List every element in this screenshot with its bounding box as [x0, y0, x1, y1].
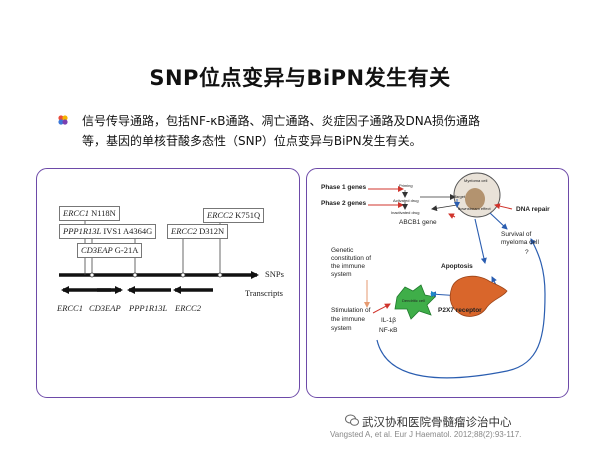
slide-title: SNP位点变异与BiPN发生有关: [149, 66, 451, 90]
multicolor-bullet-icon: [58, 115, 68, 125]
genetic-label-4: system: [331, 271, 352, 278]
il1b-label: IL-1β: [381, 317, 396, 324]
gene-label-cd3eap: CD3EAP: [89, 303, 121, 313]
apoptosis-label: Apoptosis: [441, 263, 473, 270]
nfkb-label: NF-κB: [379, 327, 398, 334]
abcb1-gene-label: ABCB1 gene: [399, 219, 437, 226]
priming-label: Priming: [399, 183, 413, 188]
stimulation-label-2: the immune: [331, 316, 365, 323]
phase2-genes-label: Phase 2 genes: [321, 200, 367, 207]
citation: Vangsted A, et al. Eur J Haematol. 2012;…: [330, 430, 522, 439]
bullet-text-line1: 信号传导通路，包括NF-κB通路、凋亡通路、炎症因子通路及DNA损伤通路: [82, 114, 480, 128]
stimulation-label-3: system: [331, 325, 352, 332]
p2x7-receptor-icon: [431, 291, 437, 297]
transcripts-label: Transcripts: [245, 288, 283, 298]
snp-gene-map-panel: ERCC1 N118N PPP1R13L IVS1 A4364G CD3EAP …: [36, 168, 300, 398]
snp-marker: [217, 272, 223, 278]
wechat-icon: [345, 414, 359, 426]
snp-marker: [180, 272, 186, 278]
phase1-genes-label: Phase 1 genes: [321, 184, 367, 191]
survival-label-2: myeloma cell: [501, 239, 539, 246]
dna-repair-label: DNA repair: [516, 206, 550, 213]
genetic-label-1: Genetic: [331, 247, 354, 254]
downstream-effect-label: downstream effect: [458, 206, 491, 211]
snp-box-ercc1: ERCC1 N118N: [59, 206, 120, 221]
myeloma-cell-label: Myeloma cell: [464, 178, 488, 183]
pharmacogenomics-pathway-panel: Phase 1 genes Phase 2 genes Priming Acti…: [306, 168, 569, 398]
watermark-text: 武汉协和医院骨髓瘤诊治中心: [362, 415, 512, 429]
dendritic-cell: [394, 284, 436, 320]
genetic-label-2: constitution of: [331, 255, 372, 262]
snp-box-cd3eap: CD3EAP G-21A: [77, 243, 143, 258]
myeloma-nucleus: [465, 188, 485, 210]
snp-box-ppp1r13l: PPP1R13L IVS1 A4364G: [59, 224, 157, 239]
bullet-text-line2: 等，基因的单核苷酸多态性（SNP）位点变异与BiPN发生有关。: [82, 134, 422, 148]
target-label: Target: [454, 194, 466, 199]
genetic-label-3: the immune: [331, 263, 365, 270]
survival-question: ?: [525, 249, 529, 256]
p2x7-receptor-label: P2X7 receptor: [438, 307, 482, 314]
snps-label: SNPs: [265, 269, 284, 279]
snp-marker: [89, 272, 95, 278]
apoptotic-cell: [449, 275, 508, 317]
pharmacogenomics-pathway-diagram: [364, 172, 546, 379]
snp-marker: [132, 272, 138, 278]
survival-label-1: Survival of: [501, 231, 532, 238]
stimulation-label-1: Stimulation of: [331, 307, 371, 314]
snp-box-ercc2-d312n: ERCC2 D312N: [167, 224, 229, 239]
dendritic-cell-label: Dendritic cell: [402, 298, 425, 303]
snp-box-ercc2-k751q: ERCC2 K751Q: [203, 208, 265, 223]
gene-label-ercc2: ERCC2: [175, 303, 201, 313]
snp-gene-map-diagram: [59, 219, 259, 294]
inactivated-drug-label: Inactivated drug: [391, 210, 420, 215]
gene-label-ercc1: ERCC1: [57, 303, 83, 313]
activated-drug-label: Activated drug: [393, 198, 419, 203]
gene-label-ppp1r13l: PPP1R13L: [129, 303, 168, 313]
